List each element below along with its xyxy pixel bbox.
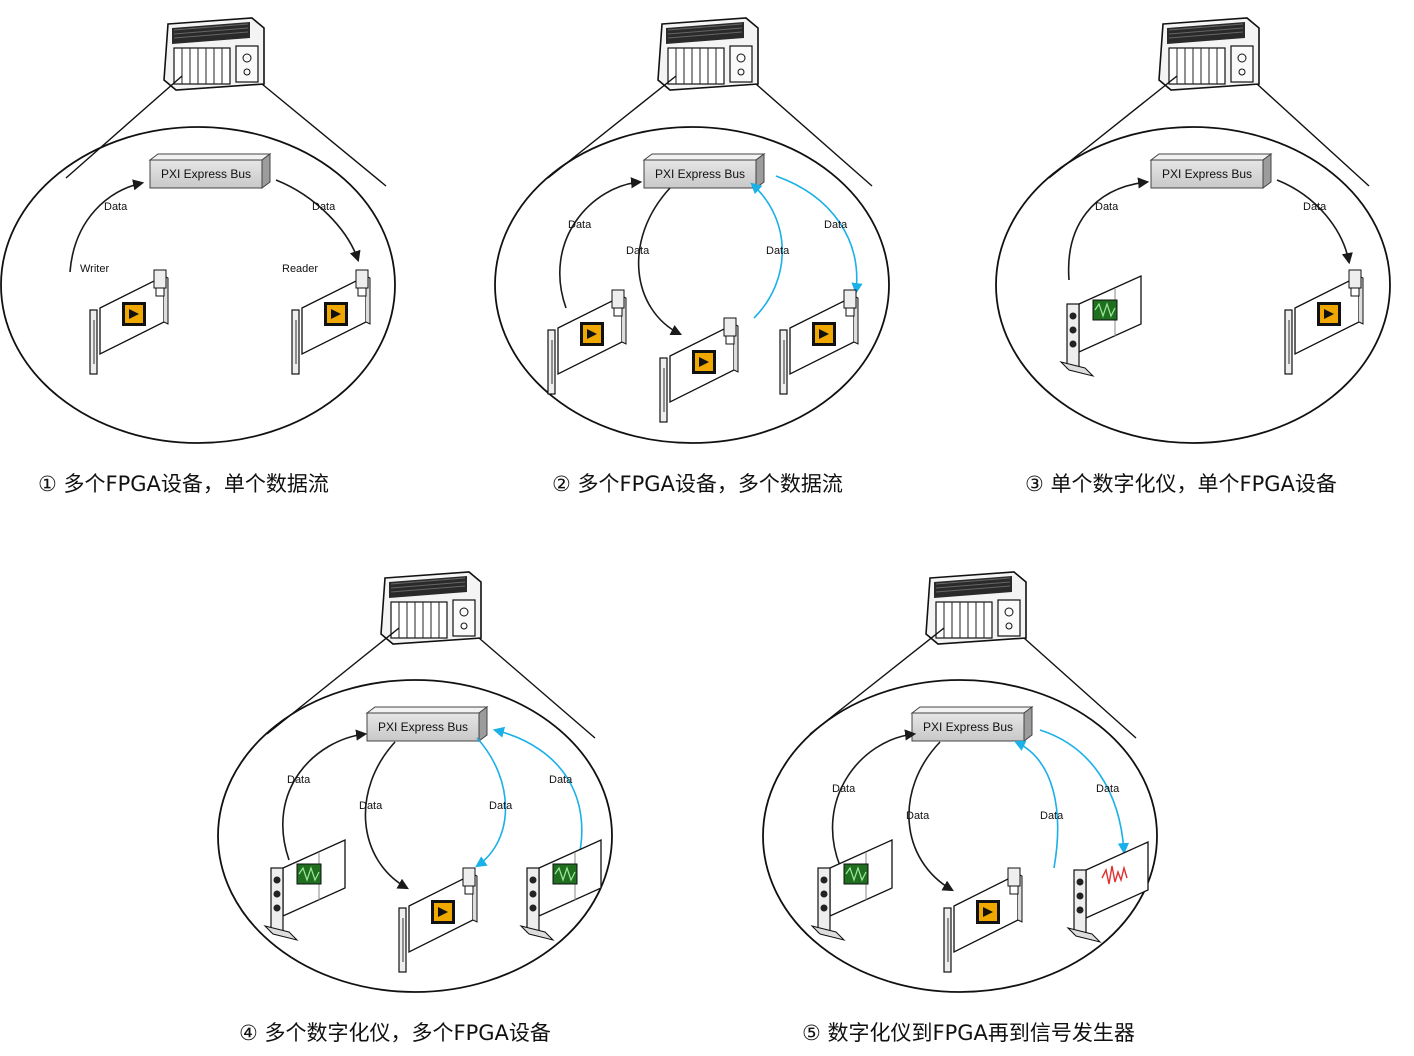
data-label-right-inner: Data — [1040, 810, 1064, 822]
data-arrow-right-inner — [750, 182, 783, 319]
pxi-express-bus: PXI Express Bus — [366, 706, 488, 742]
data-label-left-inner: Data — [626, 245, 650, 257]
data-label-left: Data — [1095, 201, 1119, 213]
signal-generator-card — [1067, 841, 1149, 943]
fpga-card-reader — [291, 269, 371, 375]
bus-label: PXI Express Bus — [1162, 167, 1252, 181]
caption-2: ② 多个FPGA设备，多个数据流 — [552, 472, 843, 496]
data-label-left-outer: Data — [287, 774, 311, 786]
data-label-right-outer: Data — [824, 219, 848, 231]
pxi-express-bus: PXI Express Bus — [1150, 153, 1272, 189]
data-label-right-inner: Data — [489, 800, 513, 812]
digitizer-card — [1060, 275, 1142, 377]
bus-label: PXI Express Bus — [655, 167, 745, 181]
pxi-express-bus: PXI Express Bus — [149, 153, 271, 189]
caption-4: ④ 多个数字化仪，多个FPGA设备 — [239, 1021, 551, 1045]
panel-2: PXI Express Bus Data Data Data Data ② 多个… — [494, 17, 890, 496]
writer-label: Writer — [80, 263, 109, 275]
data-arrow-left-inner — [364, 741, 409, 890]
data-label-left-inner: Data — [359, 800, 383, 812]
data-label-left-inner: Data — [906, 810, 930, 822]
zoom-line-left — [65, 75, 183, 179]
data-label-right-outer: Data — [1096, 783, 1120, 795]
bus-label: PXI Express Bus — [161, 167, 251, 181]
data-arrow-left-inner — [908, 741, 954, 892]
panel-3: PXI Express Bus Data Data ③ 单个数字化仪，单个FPG… — [995, 17, 1391, 496]
data-arrow-right-inner — [1013, 740, 1059, 869]
pxi-express-bus: PXI Express Bus — [643, 153, 765, 189]
data-arrow-left — [1067, 177, 1150, 281]
caption-5: ⑤ 数字化仪到FPGA再到信号发生器 — [802, 1021, 1135, 1045]
caption-3: ③ 单个数字化仪，单个FPGA设备 — [1025, 472, 1337, 496]
panel-4: PXI Express Bus Data Data Data Data ④ 多个… — [217, 571, 613, 1045]
caption-1: ① 多个FPGA设备，单个数据流 — [38, 472, 329, 496]
data-label-right-inner: Data — [766, 245, 790, 257]
data-arrow-left-outer — [282, 729, 368, 861]
data-arrow-right-inner — [475, 737, 507, 868]
data-label-left-outer: Data — [568, 219, 592, 231]
data-arrow-left-outer — [831, 729, 917, 867]
zoom-line-right — [755, 83, 873, 187]
bus-label: PXI Express Bus — [378, 720, 468, 734]
data-label-left: Data — [104, 201, 128, 213]
fpga-card — [1284, 269, 1364, 375]
zoom-line-right — [478, 637, 596, 739]
data-label-right: Data — [1303, 201, 1327, 213]
data-arrow-left-outer — [559, 177, 643, 309]
data-label-right-outer: Data — [549, 774, 573, 786]
fpga-card — [943, 867, 1023, 973]
data-arrow-right — [1276, 179, 1353, 265]
zoom-ellipse — [0, 126, 396, 444]
zoom-ellipse — [995, 126, 1391, 444]
pxi-chassis-icon — [380, 571, 482, 645]
data-arrow-read — [275, 179, 361, 263]
fpga-card-1 — [547, 289, 627, 395]
fpga-card-writer — [89, 269, 169, 375]
fpga-card — [398, 867, 478, 973]
panel-5: PXI Express Bus Data Data Data Data ⑤ 数字… — [762, 571, 1158, 1045]
bus-label: PXI Express Bus — [923, 720, 1013, 734]
reader-label: Reader — [282, 263, 318, 275]
fpga-card-2 — [659, 317, 739, 423]
data-arrow-write — [69, 179, 145, 273]
data-label-left-outer: Data — [832, 783, 856, 795]
digitizer-card — [811, 839, 893, 941]
panel-1: PXI Express Bus Data Data Writer Reader … — [0, 17, 396, 496]
data-arrow-right-outer — [775, 175, 863, 295]
data-arrow-right-outer — [1039, 729, 1130, 855]
zoom-ellipse — [217, 679, 613, 993]
zoom-line-right — [1023, 637, 1137, 739]
data-arrow-left-inner — [637, 187, 683, 336]
zoom-ellipse — [494, 126, 890, 444]
zoom-line-right — [1256, 83, 1370, 187]
digitizer-card-2 — [520, 839, 602, 941]
pxi-chassis-icon — [925, 571, 1027, 645]
data-arrow-right-outer — [492, 726, 583, 857]
zoom-line-right — [261, 83, 387, 187]
digitizer-card-1 — [264, 839, 346, 941]
pxi-express-bus: PXI Express Bus — [911, 706, 1033, 742]
zoom-ellipse — [762, 679, 1158, 993]
fpga-card-3 — [779, 289, 859, 395]
data-label-right: Data — [312, 201, 336, 213]
